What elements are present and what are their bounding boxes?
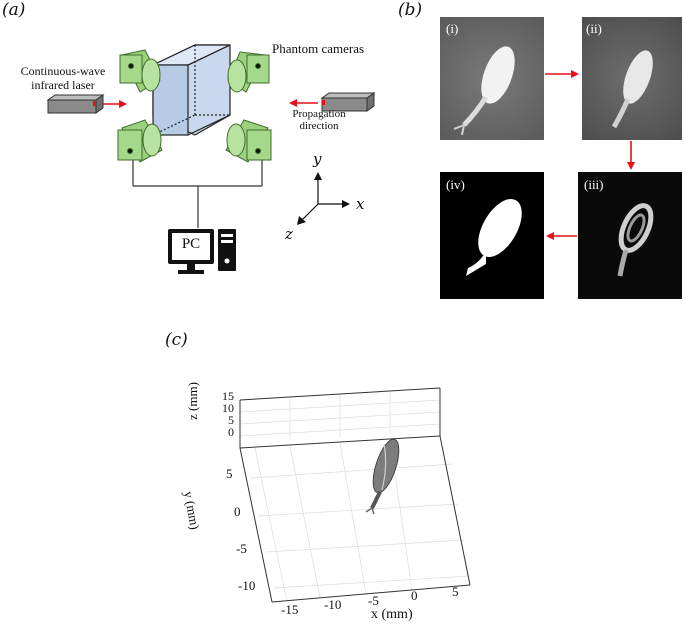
axis-y-label: y (313, 150, 322, 168)
x-axis-label: x (mm) (371, 607, 413, 622)
image-filtered (578, 172, 682, 299)
x-tick-0: 0 (411, 588, 418, 603)
y-tick-5: 5 (226, 466, 233, 481)
shrimp-3d-model (365, 438, 400, 515)
panel-a-letter: (a) (2, 0, 26, 20)
x-tick-neg10: -10 (324, 597, 342, 612)
laser-arrows (103, 99, 318, 108)
z-tick-15: 15 (222, 389, 234, 403)
coordinate-axes (297, 172, 350, 225)
y-tick-neg5: -5 (236, 541, 247, 556)
plot-box (239, 387, 471, 603)
laser-right (320, 92, 376, 112)
y-axis-label: y (mm) (181, 490, 203, 531)
panel-c-letter: (c) (165, 330, 188, 350)
y-tick-neg10: -10 (238, 578, 256, 593)
x-tick-5: 5 (452, 584, 459, 599)
shrimp-mask-shape (466, 199, 522, 276)
propagation-line1: Propagation (292, 108, 346, 120)
image-raw (440, 17, 544, 140)
camera-top-right (227, 51, 270, 93)
plot-gridlines (239, 387, 471, 603)
propagation-line2: direction (299, 120, 339, 132)
laser-label: Continuous-wave infrared laser (2, 64, 124, 92)
pc-label: PC (181, 236, 201, 252)
setup-diagram (46, 44, 376, 274)
z-tick-10: 10 (222, 401, 234, 415)
z-tick-0: 0 (228, 425, 234, 439)
pc-computer (168, 229, 236, 274)
camera-bottom-left (117, 119, 163, 163)
cable-lines (132, 160, 263, 228)
laser-left (46, 94, 105, 114)
propagation-label: Propagation direction (288, 108, 350, 132)
x-tick-neg5: -5 (368, 593, 379, 608)
panel-b-letter: (b) (398, 0, 423, 20)
step-i-label: (i) (446, 21, 459, 36)
shrimp-bg-removed-shape (611, 50, 653, 129)
step-iii-label: (iii) (584, 177, 604, 192)
step-ii-label: (ii) (586, 21, 602, 36)
y-tick-0: 0 (234, 504, 241, 519)
x-tick-neg15: -15 (281, 602, 299, 617)
shrimp-raw-shape (453, 46, 515, 136)
image-background-removed (582, 17, 682, 140)
z-axis-label: z (mm) (185, 382, 200, 420)
cameras-label: Phantom cameras (272, 41, 365, 56)
step-iv-label: (iv) (446, 177, 465, 192)
cube-phantom (152, 44, 231, 136)
image-binary-mask (440, 172, 544, 299)
axis-x-label: x (356, 195, 365, 213)
shrimp-filtered-shape (617, 203, 654, 277)
camera-top-left (119, 49, 161, 93)
axis-z-label: z (285, 225, 293, 243)
camera-bottom-right (225, 119, 272, 163)
laser-label-line1: Continuous-wave (20, 64, 106, 78)
z-tick-5: 5 (228, 413, 234, 427)
laser-label-line2: infrared laser (31, 78, 95, 92)
